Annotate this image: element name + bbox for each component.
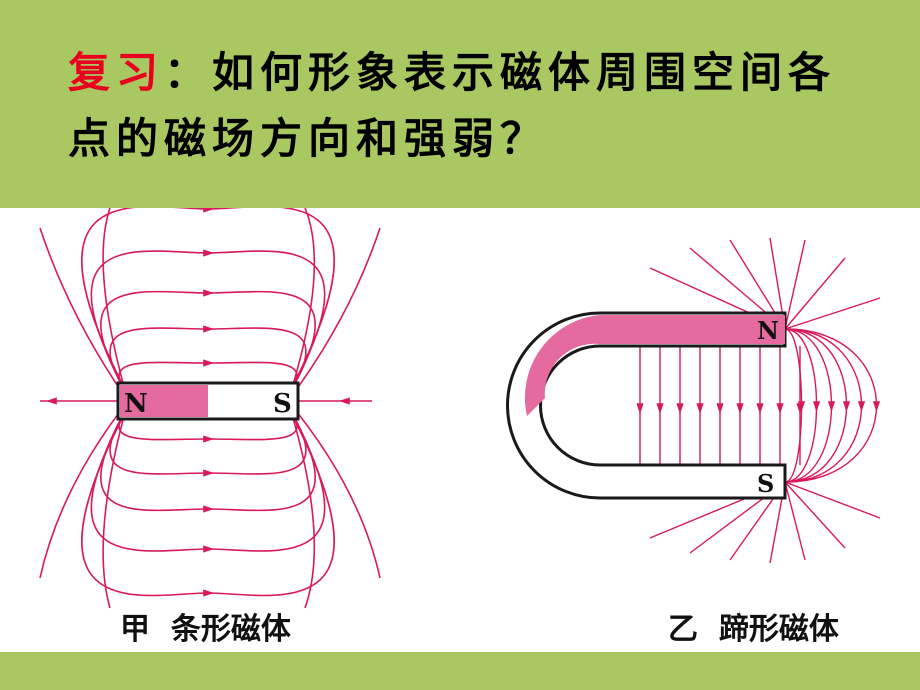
magnetic-field-diagram: N S N S: [39, 208, 881, 609]
field-line: [287, 227, 381, 402]
review-question: 复习：如何形象表示磁体周围空间各点的磁场方向和强弱？: [68, 40, 868, 172]
field-line: [90, 406, 326, 552]
bar-south-label: S: [273, 389, 292, 419]
field-line: [100, 290, 316, 396]
field-arrow: [203, 249, 214, 257]
bar-north-label: N: [124, 389, 148, 419]
field-arrow: [756, 403, 764, 414]
bar-caption-letter: 甲: [120, 612, 150, 647]
review-keyword: 复习: [68, 48, 165, 97]
field-line: [100, 406, 316, 512]
u-magnet-field-lines: [639, 237, 881, 564]
field-line: [287, 208, 316, 402]
field-arrow: [203, 435, 214, 443]
u-caption-name: 蹄形磁体: [718, 612, 839, 647]
question-text: 如何形象表示磁体周围空间各点的磁场方向和强弱？: [68, 48, 837, 163]
field-arrow: [857, 401, 866, 412]
field-arrow: [203, 545, 214, 553]
bar-north-half: [120, 385, 208, 417]
u-north-arm: [524, 315, 785, 416]
footer-band: [0, 652, 920, 690]
field-line: [90, 250, 326, 396]
bar-caption-name: 条形磁体: [170, 612, 291, 647]
u-magnet: N S: [506, 311, 787, 500]
field-line: [287, 400, 316, 609]
field-arrow: [203, 325, 214, 333]
field-arrow: [203, 469, 214, 477]
field-arrow: [203, 208, 214, 213]
field-arrow: [656, 403, 664, 414]
field-line: [784, 239, 806, 330]
field-arrow: [696, 403, 704, 414]
field-line: [102, 400, 129, 609]
field-arrow: [827, 401, 836, 412]
field-line: [39, 227, 129, 402]
field-arrow: [676, 403, 684, 414]
field-arrow: [797, 401, 806, 412]
u-south-label: S: [757, 469, 774, 498]
u-magnet-field-arrows: [636, 401, 881, 414]
review-colon: ：: [164, 48, 213, 97]
header-band: [0, 0, 920, 208]
field-line: [784, 481, 806, 561]
bar-magnet: N S: [116, 381, 300, 421]
field-arrow: [736, 403, 744, 414]
u-north-label: N: [757, 316, 779, 345]
field-arrow: [46, 397, 57, 405]
u-caption-letter: 乙: [668, 612, 698, 647]
field-arrow: [203, 505, 214, 513]
field-arrow: [776, 403, 784, 414]
bar-magnet-field-arrows: [46, 208, 350, 597]
field-line: [39, 400, 129, 579]
field-line: [784, 257, 846, 330]
field-line: [784, 481, 846, 549]
field-line: [784, 481, 881, 519]
field-arrow: [203, 359, 214, 367]
field-line: [784, 297, 881, 330]
field-arrow: [812, 401, 821, 412]
field-arrow: [716, 403, 724, 414]
field-arrow: [203, 589, 214, 597]
field-line: [287, 400, 381, 579]
bar-magnet-caption: 甲 条形磁体: [120, 604, 291, 648]
u-magnet-caption: 乙 蹄形磁体: [668, 604, 839, 648]
field-line: [102, 208, 129, 402]
field-arrow: [339, 397, 350, 405]
field-arrow: [636, 403, 644, 414]
field-arrow: [872, 401, 881, 412]
field-arrow: [203, 289, 214, 297]
field-arrow: [842, 401, 851, 412]
